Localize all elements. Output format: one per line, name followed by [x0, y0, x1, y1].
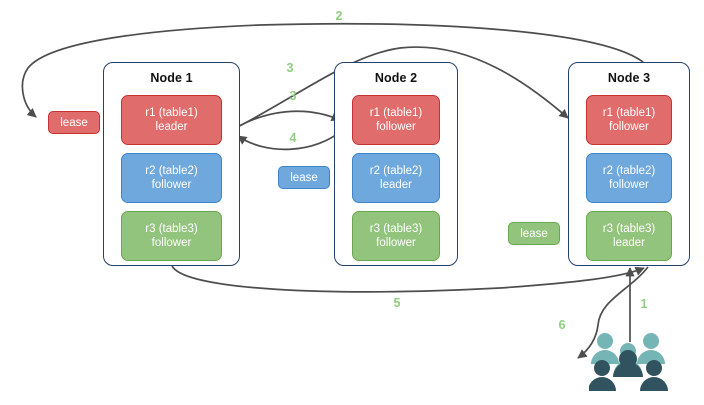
lease-pill-table1[interactable]: lease — [48, 111, 100, 134]
node-2-replica-r2[interactable]: r2 (table2) leader — [352, 153, 440, 203]
node-2-replica-r1-role: follower — [376, 121, 416, 133]
node-1-replica-r2-name: r2 (table2) — [145, 165, 198, 177]
node-1-title: Node 1 — [150, 71, 193, 85]
node-3-replica-r1-role: follower — [609, 121, 649, 133]
step-label-1: 1 — [640, 297, 648, 311]
node-3-replica-r2-name: r2 (table2) — [602, 165, 656, 177]
node-1-replica-r2[interactable]: r2 (table2) follower — [121, 153, 222, 203]
node-2-replica-r2-role: leader — [380, 179, 412, 191]
node-3-container[interactable]: Node 3 r1 (table1) follower r2 (table2) … — [568, 62, 690, 266]
people-group-icon — [589, 333, 668, 391]
node-3-replica-r2-role: follower — [609, 179, 649, 191]
lease-pill-table2[interactable]: lease — [278, 166, 330, 189]
node-2-replica-r1-name: r1 (table1) — [369, 107, 423, 119]
step-label-2: 2 — [335, 9, 343, 23]
step-label-6: 6 — [558, 318, 566, 332]
node-3-title: Node 3 — [607, 71, 651, 85]
node-2-container[interactable]: Node 2 r1 (table1) follower r2 (table2) … — [334, 62, 458, 266]
node-2-title: Node 2 — [374, 71, 418, 85]
step-label-4: 4 — [289, 131, 297, 145]
node-2-replica-r3-role: follower — [376, 237, 416, 249]
node-3-replica-r3[interactable]: r3 (table3) leader — [586, 211, 672, 261]
node-1-replica-r1[interactable]: r1 (table1) leader — [121, 95, 222, 145]
node-1-replica-r3-name: r3 (table3) — [145, 223, 198, 235]
connector-step-3-lower — [231, 110, 341, 131]
node-3-replica-r1-name: r1 (table1) — [602, 107, 656, 119]
node-3-replica-r1[interactable]: r1 (table1) follower — [586, 95, 672, 145]
node-2-replica-r3-name: r3 (table3) — [369, 223, 423, 235]
step-label-3-lower: 3 — [289, 89, 297, 103]
node-3-replica-r3-role: leader — [613, 237, 645, 249]
connector-step-5 — [171, 265, 645, 293]
node-3-replica-r3-name: r3 (table3) — [602, 223, 656, 235]
node-1-replica-r3[interactable]: r3 (table3) follower — [121, 211, 222, 261]
node-1-replica-r3-role: follower — [151, 237, 192, 249]
node-2-replica-r3[interactable]: r3 (table3) follower — [352, 211, 440, 261]
step-label-3-upper: 3 — [286, 61, 294, 75]
node-3-replica-r2[interactable]: r2 (table2) follower — [586, 153, 672, 203]
node-1-replica-r1-role: leader — [155, 121, 188, 133]
node-2-replica-r2-name: r2 (table2) — [369, 165, 423, 177]
node-1-container[interactable]: Node 1 r1 (table1) leader r2 (table2) fo… — [103, 62, 240, 266]
node-2-replica-r1[interactable]: r1 (table1) follower — [352, 95, 440, 145]
node-1-replica-r2-role: follower — [151, 179, 192, 191]
node-1-replica-r1-name: r1 (table1) — [145, 107, 198, 119]
lease-pill-table3[interactable]: lease — [508, 222, 560, 245]
step-label-5: 5 — [393, 296, 401, 310]
